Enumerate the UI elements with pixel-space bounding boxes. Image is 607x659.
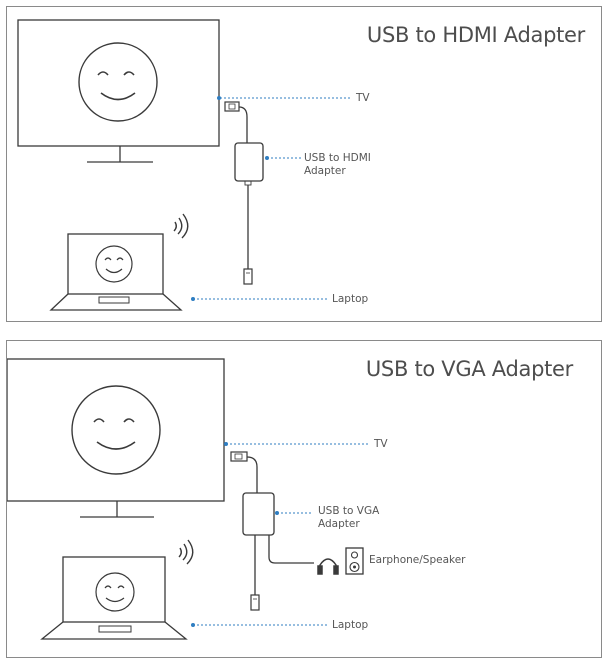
- smiley-face-icon: [71, 385, 161, 475]
- adapter-label-line2: Adapter: [304, 165, 346, 177]
- adapter-label-line2: Adapter: [318, 518, 360, 530]
- hdmi-panel-title: USB to HDMI Adapter: [366, 23, 585, 47]
- tv-monitor-icon: [7, 358, 225, 518]
- laptop-label: Laptop: [332, 619, 369, 631]
- usb-adapter-icon: [242, 492, 275, 536]
- audio-label: Earphone/Speaker: [369, 554, 466, 566]
- hdmi-diagram-panel: USB to HDMI Adapter: [6, 6, 602, 322]
- usb-plug-icon: [250, 594, 260, 611]
- wireless-signal-icon: [173, 213, 189, 239]
- adapter-label-line1: USB to VGA: [318, 505, 380, 517]
- hdmi-plug-icon: [230, 451, 248, 462]
- smiley-face-icon: [95, 572, 135, 612]
- earphone-icon: [317, 558, 339, 575]
- hdmi-plug-icon: [224, 101, 240, 112]
- usb-adapter-icon: [234, 142, 264, 186]
- vga-panel-title: USB to VGA Adapter: [365, 357, 573, 381]
- tv-label: TV: [356, 92, 370, 104]
- adapter-label-line1: USB to HDMI: [304, 152, 371, 164]
- smiley-face-icon: [78, 42, 158, 122]
- laptop-label: Laptop: [332, 293, 369, 305]
- tv-monitor-icon: [17, 19, 220, 163]
- usb-plug-icon: [243, 268, 253, 285]
- laptop-icon: [40, 556, 188, 640]
- laptop-icon: [49, 233, 183, 311]
- tv-label: TV: [374, 438, 388, 450]
- speaker-icon: [345, 547, 364, 575]
- vga-diagram-panel: USB to VGA Adapter: [6, 340, 602, 658]
- hdmi-diagram-art: [17, 19, 351, 311]
- smiley-face-icon: [95, 245, 133, 283]
- vga-diagram-art: [7, 358, 369, 640]
- wireless-signal-icon: [178, 539, 194, 565]
